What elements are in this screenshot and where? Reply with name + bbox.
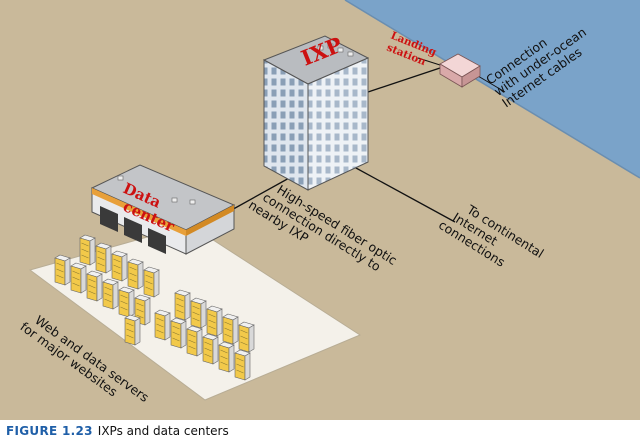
landing-label-line [417, 57, 441, 66]
figure-number: FIGURE 1.23 [6, 424, 93, 438]
ocean-cable-line [477, 75, 506, 93]
shoreline [344, 0, 640, 179]
server-rack [102, 278, 119, 310]
figure-caption: FIGURE 1.23 IXPs and data centers [6, 424, 229, 438]
server-rack [143, 266, 160, 298]
server-rack [86, 270, 103, 302]
server-rack [170, 317, 187, 349]
server-rack [111, 250, 128, 282]
server-rack [79, 234, 96, 266]
server-rack [70, 262, 87, 294]
server-rack [206, 305, 223, 337]
server-rack [222, 313, 239, 345]
landing-connection-line [367, 67, 441, 93]
data-center-building [90, 164, 236, 255]
server-rack [238, 321, 255, 353]
server-rack [186, 325, 203, 357]
figure-caption-text: IXPs and data centers [97, 424, 229, 438]
server-rack [234, 349, 251, 381]
ixp-building [262, 35, 370, 191]
server-rack [54, 254, 71, 286]
server-rack [124, 314, 141, 346]
server-racks [54, 234, 255, 381]
server-rack [174, 289, 191, 321]
server-rack [95, 242, 112, 274]
landing-station-building [439, 53, 481, 88]
server-rack [202, 333, 219, 365]
server-rack [190, 297, 207, 329]
server-rack [154, 309, 171, 341]
server-rack [218, 341, 235, 373]
server-rack [127, 258, 144, 290]
server-rack [118, 286, 135, 318]
continental-line [344, 161, 456, 223]
ixp-data-center-diagram: IXP Data center Landing station Connecti… [0, 0, 640, 420]
